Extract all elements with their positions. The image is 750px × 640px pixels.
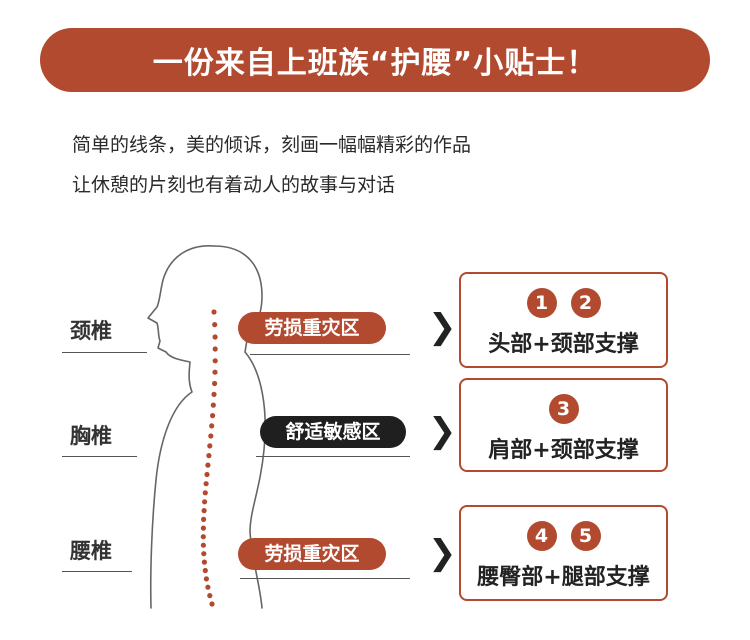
spine-dot [204,471,210,478]
zone-tag-cervical: 劳损重灾区 [238,312,386,344]
spine-dot [200,534,206,540]
spine-dot [202,499,208,505]
support-box-head-neck: 1 2 头部+颈部支撑 [459,272,668,368]
spine-dot [210,402,216,408]
spine-dot [209,601,215,607]
spine-dot [201,551,207,557]
spine-dot [212,380,218,387]
number-badge: 1 [526,288,557,318]
body-outline-back [213,245,266,609]
intro-line-1: 简单的线条，美的倾诉，刻画一幅幅精彩的作品 [72,134,472,156]
spine-label-thoracic: 胸椎 [70,424,112,448]
divider-line [256,456,410,457]
spine-dot [200,525,206,531]
number-badge: 5 [570,521,601,551]
spine-dot [211,309,217,315]
spine-label-cervical: 颈椎 [70,319,112,343]
zone-tag-thoracic: 舒适敏感区 [260,416,406,448]
spine-dot [202,567,208,574]
chevron-right-icon: ❯ [428,411,457,451]
spine-dot [203,481,209,487]
number-badge: 4 [526,521,557,551]
spine-dot [200,542,206,548]
support-text: 头部+颈部支撑 [488,332,639,357]
support-number-group: 4 5 [461,521,666,551]
divider-line [62,352,147,353]
spine-label-lumbar: 腰椎 [70,539,112,563]
number-badge: 2 [570,288,601,318]
divider-line [62,456,137,457]
support-text: 腰臀部+腿部支撑 [477,565,650,590]
divider-line [250,354,410,355]
body-outline-front [147,245,215,609]
number-badge: 3 [548,394,579,424]
spine-dot [206,453,212,459]
chevron-right-icon: ❯ [428,307,457,347]
spine-dot [212,358,218,364]
spine-dot [201,559,207,565]
spine-dot [205,462,211,468]
support-number-group: 3 [461,394,666,424]
support-text: 肩部+颈部支撑 [488,438,639,463]
spine-dot [201,516,207,523]
divider-line [240,578,410,579]
spine-dot [205,584,211,590]
spine-dot [207,443,213,449]
spine-dot [210,413,216,419]
title-banner: 一份来自上班族“护腰”小贴士！ [40,28,710,92]
spine-dot [207,593,213,599]
chevron-right-icon: ❯ [428,533,457,573]
intro-line-2: 让休憩的片刻也有着动人的故事与对话 [72,174,396,196]
spine-dot [202,490,208,496]
spine-dot [212,346,218,352]
spine-dot [208,433,214,439]
spine-dot [212,334,218,340]
divider-line [62,571,132,572]
spine-dot [201,508,207,514]
spine-dots [200,309,218,607]
zone-tag-lumbar: 劳损重灾区 [238,538,386,570]
support-box-shoulder-neck: 3 肩部+颈部支撑 [459,378,668,472]
spine-dot [209,423,215,429]
support-box-waist-leg: 4 5 腰臀部+腿部支撑 [459,505,668,601]
spine-dot [203,576,209,582]
support-number-group: 1 2 [461,288,666,318]
spine-dot [212,322,218,328]
spine-dot [212,369,218,375]
spine-dot [211,391,217,397]
page-title: 一份来自上班族“护腰”小贴士！ [152,46,598,81]
